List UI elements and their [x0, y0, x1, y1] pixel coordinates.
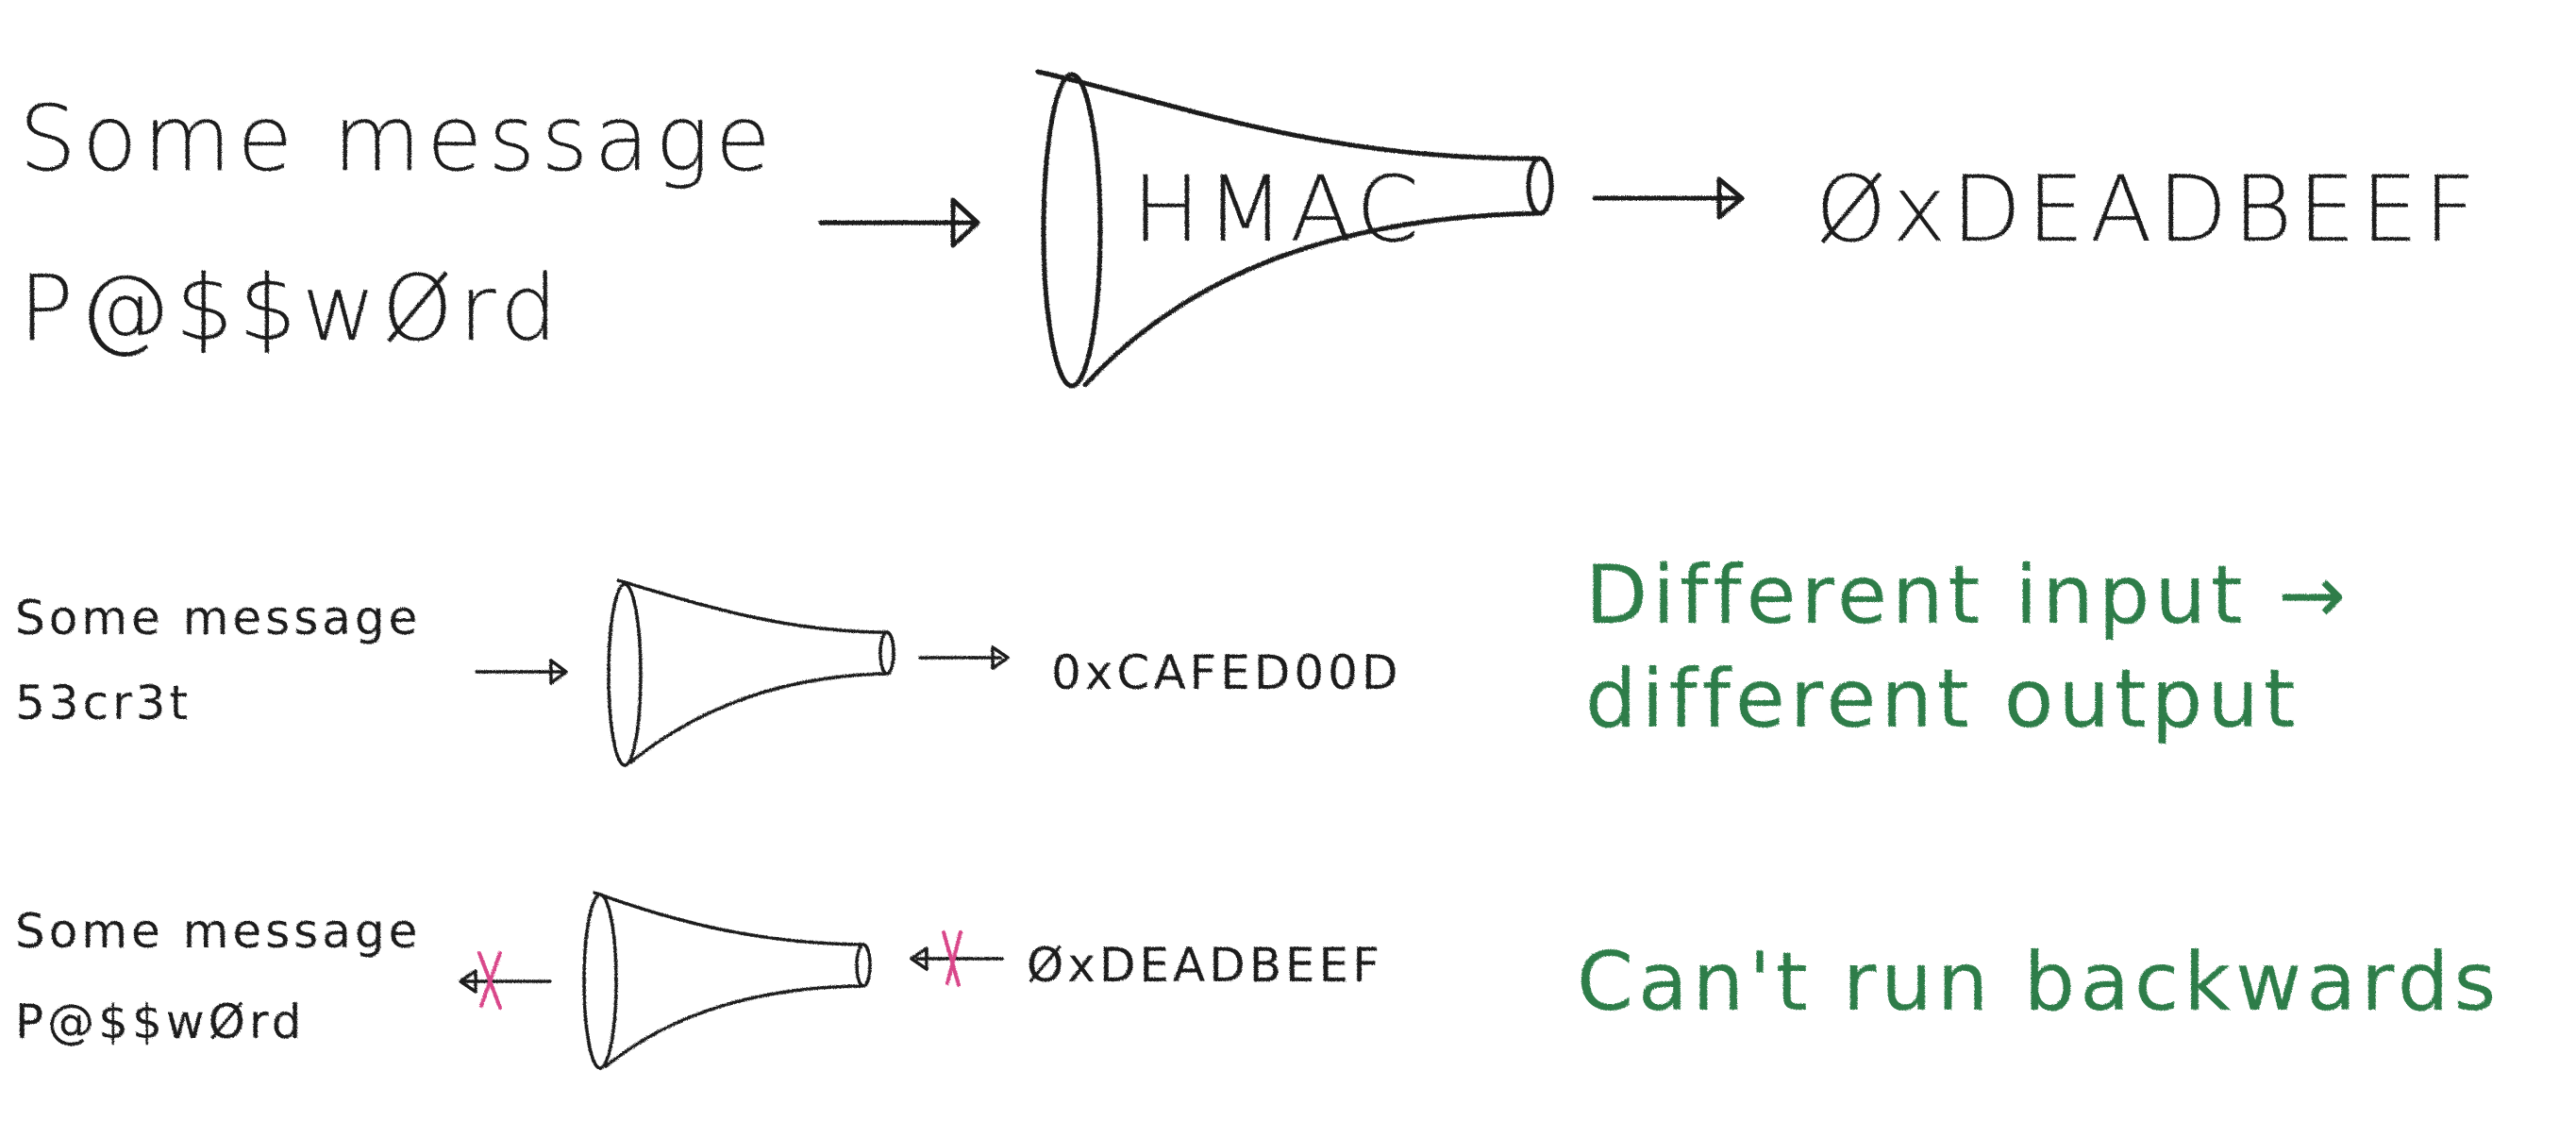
row-1-message: Some message — [19, 86, 777, 192]
row-2-output-arrow — [918, 645, 1010, 670]
note-different-output: different output — [1585, 652, 2300, 746]
cross-mark-icon — [942, 930, 962, 987]
row-1-hmac: Some message P@$$wØrd HMAC ØxDEADBEEF — [19, 69, 2482, 389]
row-2-output: 0xCAFED00D — [1051, 645, 1402, 700]
row-3-funnel — [582, 891, 872, 1070]
row-2-different-input: Some message 53cr3t 0xCAFED00D Different… — [15, 548, 2350, 767]
row-1-key: P@$$wØrd — [19, 256, 563, 361]
note-different-input: Different input → — [1585, 548, 2350, 643]
row-3-output-arrow-crossed — [910, 930, 1004, 987]
row-3-key: P@$$wØrd — [15, 995, 305, 1049]
cross-mark-icon — [477, 951, 502, 1010]
row-2-input-arrow — [475, 659, 568, 685]
row-1-hmac-label: HMAC — [1132, 157, 1425, 262]
row-1-funnel — [1035, 69, 1554, 389]
row-2-funnel — [607, 578, 895, 767]
row-2-message: Some message — [15, 591, 421, 645]
row-1-output-arrow — [1592, 176, 1745, 220]
row-3-backward-arrow-crossed — [459, 951, 552, 1010]
row-1-input-arrow — [818, 197, 980, 248]
row-3-output: ØxDEADBEEF — [1027, 938, 1383, 993]
row-1-output: ØxDEADBEEF — [1815, 157, 2482, 262]
row-3-message: Some message — [15, 904, 421, 959]
note-cant-run-backwards: Can't run backwards — [1577, 935, 2501, 1029]
row-2-key: 53cr3t — [15, 676, 192, 730]
row-3-irreversible: Some message P@$$wØrd ØxDEADBEEF Can't r… — [15, 891, 2501, 1070]
